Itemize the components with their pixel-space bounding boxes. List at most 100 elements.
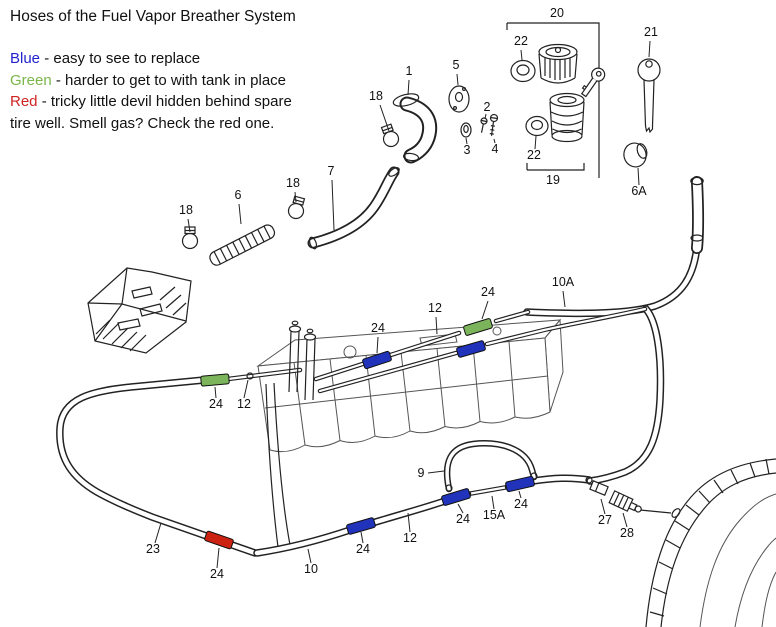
part-label-24: 24 xyxy=(514,497,528,511)
leader-line-24 xyxy=(457,503,464,514)
part-label-10: 10 xyxy=(304,562,318,576)
legend-term: Red xyxy=(10,93,38,110)
leader-line-1 xyxy=(407,79,410,96)
leader-line-24 xyxy=(360,531,364,544)
legend-line: Red - tricky little devil hidden behind … xyxy=(10,93,292,110)
part-label-24: 24 xyxy=(481,285,495,299)
part-label-12: 12 xyxy=(403,531,417,545)
hose-connector-red xyxy=(204,530,234,550)
part-label-24: 24 xyxy=(371,321,385,335)
part-label-7: 7 xyxy=(328,164,335,178)
valve-27 xyxy=(589,480,609,496)
key-small xyxy=(580,67,606,98)
part-label-22: 22 xyxy=(514,34,528,48)
part-label-27: 27 xyxy=(598,513,612,527)
key-21 xyxy=(637,58,661,134)
fuel-cap-assembly xyxy=(506,22,661,178)
drop-hoses xyxy=(265,382,291,548)
leader-line-24 xyxy=(518,490,522,499)
hose-connectors xyxy=(200,318,535,550)
leader-line-28 xyxy=(622,512,628,528)
leader-line-22 xyxy=(534,135,537,150)
leader-line-24 xyxy=(376,336,379,354)
part-label-9: 9 xyxy=(418,466,425,480)
body-bracket xyxy=(87,267,192,354)
part-label-2: 2 xyxy=(484,100,491,114)
hose-connector-blue xyxy=(505,475,535,493)
valve-28 xyxy=(608,490,642,513)
part-label-20: 20 xyxy=(550,6,564,20)
legend-line: Blue - easy to see to replace xyxy=(10,50,201,67)
leader-line-18 xyxy=(379,104,390,132)
part-label-3: 3 xyxy=(464,143,471,157)
part-label-15A: 15A xyxy=(483,508,506,522)
leader-line-24 xyxy=(481,300,489,320)
part-label-1: 1 xyxy=(406,64,413,78)
leader-line-6A xyxy=(637,167,640,186)
part-label-10A: 10A xyxy=(552,275,575,289)
leader-line-12 xyxy=(243,379,249,399)
hose-connector-blue xyxy=(456,340,486,358)
wheel-well xyxy=(639,458,776,627)
legend-line: tire well. Smell gas? Check the red one. xyxy=(10,114,275,132)
hose-connector-green xyxy=(200,373,230,387)
hose-connector-blue xyxy=(362,350,392,370)
leader-line-10A xyxy=(562,290,566,308)
leader-line-18 xyxy=(187,218,191,233)
part-label-24: 24 xyxy=(356,542,370,556)
leader-line-12 xyxy=(407,512,411,533)
screw-2 xyxy=(480,117,488,133)
page-title: Hoses of the Fuel Vapor Breather System xyxy=(10,8,296,25)
leader-line-9 xyxy=(427,470,445,474)
part-label-6A: 6A xyxy=(631,184,647,198)
part-label-18: 18 xyxy=(369,89,383,103)
leader-line-3 xyxy=(465,137,468,145)
leader-line-27 xyxy=(600,498,606,515)
leader-line-24 xyxy=(216,547,220,569)
bracket-19 xyxy=(526,163,585,171)
hose-connector-blue xyxy=(441,488,471,506)
part-label-12: 12 xyxy=(428,301,442,315)
part-label-24: 24 xyxy=(209,397,223,411)
leader-line-23 xyxy=(154,522,162,544)
part-label-12: 12 xyxy=(237,397,251,411)
part-label-28: 28 xyxy=(620,526,634,540)
expansion-pipes xyxy=(288,320,317,401)
leader-line-21 xyxy=(648,40,651,58)
part-label-18: 18 xyxy=(286,176,300,190)
part-label-5: 5 xyxy=(453,58,460,72)
screw-4 xyxy=(489,113,499,136)
part-6a xyxy=(623,142,648,168)
leader-line-6 xyxy=(238,203,242,225)
leader-line-18 xyxy=(294,191,297,203)
part-label-24: 24 xyxy=(210,567,224,581)
fuel-tank xyxy=(256,318,564,453)
leader-line-10 xyxy=(307,548,312,564)
part-label-24: 24 xyxy=(456,512,470,526)
legend-term: Green xyxy=(10,71,52,89)
leader-line-4 xyxy=(493,138,496,144)
leader-line-24 xyxy=(214,386,217,399)
leader-line-22 xyxy=(520,49,523,61)
leader-line-7 xyxy=(331,179,335,231)
legend-term: Blue xyxy=(10,50,41,67)
clamp-18-elbow xyxy=(380,123,400,148)
clamp-18-mid xyxy=(287,195,306,220)
part-label-4: 4 xyxy=(492,142,499,156)
part-label-22: 22 xyxy=(527,148,541,162)
hose-connector-blue xyxy=(346,517,376,535)
bracket-20 xyxy=(506,22,600,178)
part-label-6: 6 xyxy=(235,188,242,202)
legend-line: Green - harder to get to with tank in pl… xyxy=(10,71,286,89)
leader-line-5 xyxy=(456,73,459,86)
leader-line-12 xyxy=(435,316,438,335)
part-label-18: 18 xyxy=(179,203,193,217)
leader-line-15A xyxy=(491,495,495,510)
breather-hose-6 xyxy=(181,195,306,266)
part-label-23: 23 xyxy=(146,542,160,556)
hose-connector-green xyxy=(463,318,493,336)
